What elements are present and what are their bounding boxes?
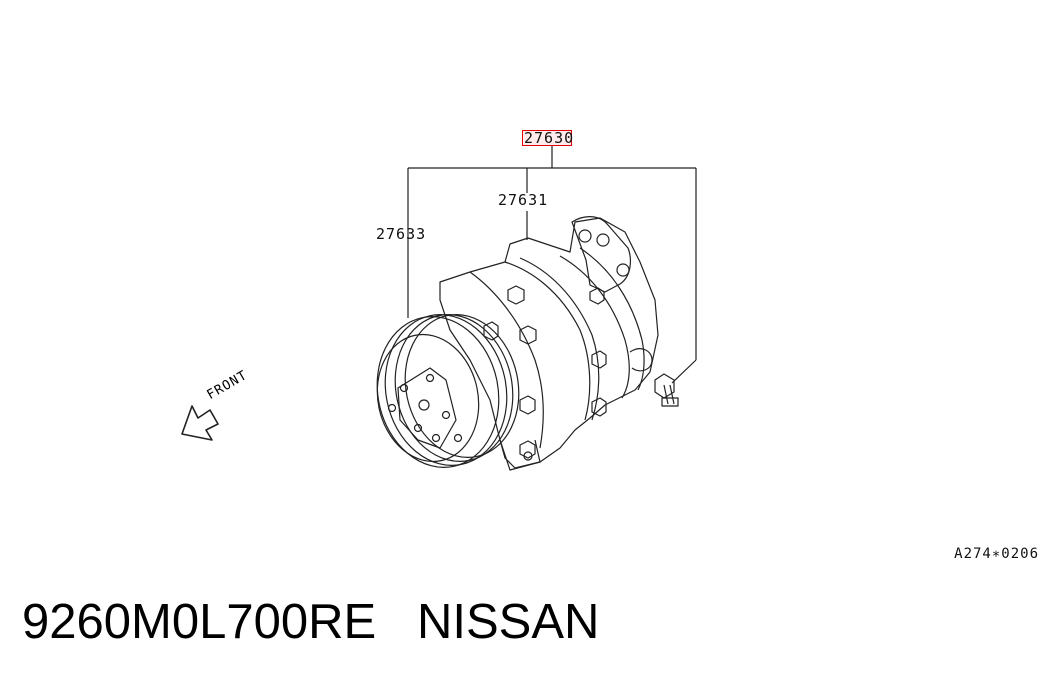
callout-27630[interactable]: 27630 xyxy=(524,129,575,147)
callout-27631[interactable]: 27631 xyxy=(498,191,549,209)
assembly-highlight xyxy=(522,130,572,146)
clutch-pulley xyxy=(376,314,520,468)
part-number: 9260M0L700RE xyxy=(22,595,377,649)
callout-27633[interactable]: 27633 xyxy=(376,225,427,243)
brand-name: NISSAN xyxy=(417,595,600,649)
diagram-reference-code: A274∗0206 xyxy=(954,546,1039,562)
front-arrow-icon xyxy=(181,405,219,441)
mounting-bolt xyxy=(654,373,679,407)
part-title: 9260M0L700RE NISSAN xyxy=(22,598,599,647)
leader-lines xyxy=(407,146,697,384)
